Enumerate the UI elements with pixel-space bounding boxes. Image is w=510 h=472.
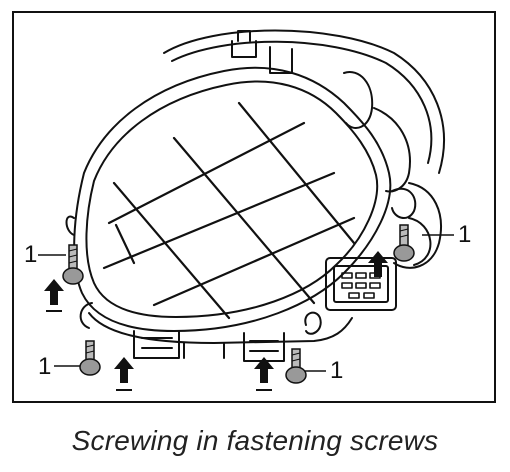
top-mount [231,30,257,58]
callout-number-right: 1 [458,221,472,248]
up-arrow-bottom-right [254,357,274,383]
lens-grid [102,101,356,320]
screw-bottom-right [285,348,307,384]
callout-number-left: 1 [24,241,38,268]
right-side-component [343,71,374,129]
screw-left [62,244,84,285]
figure-frame: 1 1 1 1 [12,11,496,403]
up-arrow-left [44,279,64,305]
front-lens-outline [73,66,392,332]
rear-housing-outline [163,29,445,174]
screw-bottom-left [79,340,101,376]
electrical-connector [325,257,397,311]
callout-number-bottom-right: 1 [330,357,344,384]
up-arrow-right [368,251,388,277]
lower-housing [88,312,353,344]
screw-right [393,224,415,262]
callout-number-bottom-left: 1 [38,353,52,380]
figure-caption: Screwing in fastening screws [71,425,439,456]
up-arrow-bottom-left [114,357,134,383]
headlight-housing-diagram [38,29,454,391]
